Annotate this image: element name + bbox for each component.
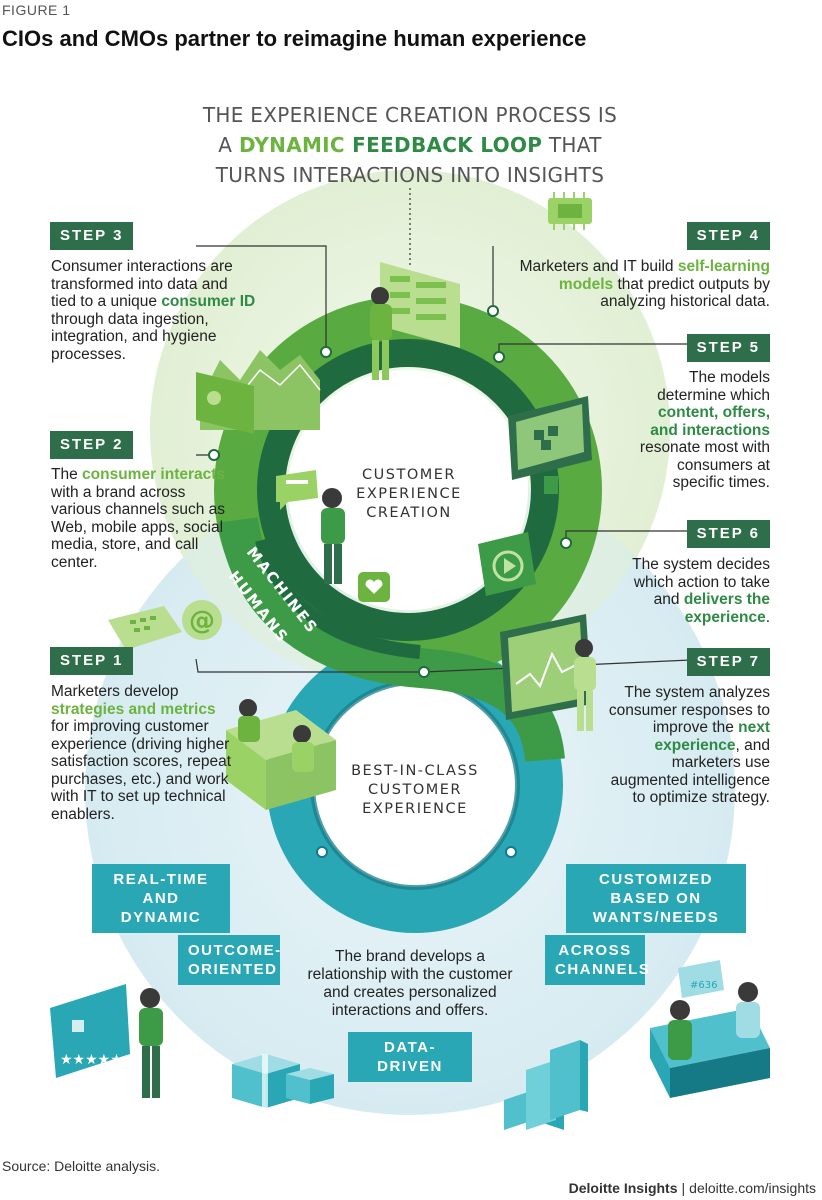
phone-icon: [108, 606, 182, 650]
person-figure-phone: [321, 488, 345, 584]
step2-marker: [208, 449, 220, 461]
tag-across-channels: ACROSS CHANNELS: [545, 935, 649, 985]
step7-marker: [418, 666, 430, 678]
play-icon: [478, 532, 536, 596]
step1-emphasis-b: metrics: [160, 700, 216, 718]
step4-label: STEP 4: [686, 222, 770, 250]
step3-emphasis: consumer ID: [161, 293, 256, 310]
person-figure-bottom-left: [139, 988, 163, 1098]
header-line-2: A DYNAMIC FEEDBACK LOOP THAT: [150, 130, 670, 160]
loop-center-best-in-class: BEST-IN-CLASS CUSTOMER EXPERIENCE: [351, 763, 479, 817]
step2-emphasis-b: interacts: [160, 466, 226, 483]
step-markers: [208, 305, 572, 858]
header-highlight-dynamic: DYNAMIC: [238, 133, 353, 157]
step4-text: Marketers and IT build self-learning mod…: [500, 258, 770, 311]
step7-text-b: , and marketers use augmented intelligen…: [610, 736, 770, 807]
step2-text-b: with a brand across various channels suc…: [51, 483, 226, 571]
step5-marker: [493, 351, 505, 363]
source-note: Source: Deloitte analysis.: [2, 1158, 160, 1174]
figure-title: CIOs and CMOs partner to reimagine human…: [2, 26, 587, 51]
heart-bubble-icon: [358, 572, 390, 602]
step6-marker: [560, 537, 572, 549]
step2-label: STEP 2: [50, 431, 134, 459]
diagram-header: THE EXPERIENCE CREATION PROCESS IS A DYN…: [150, 100, 670, 190]
header-line-2-pre: A: [218, 133, 239, 157]
svg-text:★★★★★: ★★★★★: [60, 1052, 123, 1068]
header-line-2-post: THAT: [542, 133, 602, 157]
step3-text-a: Consumer interactions are transformed in…: [51, 258, 233, 310]
step6-text-b: .: [765, 608, 770, 626]
step1-emphasis-a: strategies and: [51, 700, 157, 718]
header-line-3: TURNS INTERACTIONS INTO INSIGHTS: [215, 163, 605, 187]
step3-text: Consumer interactions are transformed in…: [51, 258, 256, 363]
tag-customized: CUSTOMIZED BASED ON WANTS/NEEDS: [566, 864, 746, 933]
step4-marker: [487, 305, 499, 317]
id-badge-text: #636: [690, 980, 717, 991]
step4-text-b: that predict outputs by analyzing histor…: [600, 275, 770, 311]
bar-blocks-icon: [504, 1040, 588, 1130]
profile-card-icon: [196, 372, 254, 434]
step5-label: STEP 5: [686, 334, 770, 362]
tag-real-time: REAL-TIME AND DYNAMIC: [92, 864, 230, 933]
tag-outcome-oriented: OUTCOME-ORIENTED: [178, 935, 280, 985]
step1-text-b: for improving customer experience (drivi…: [51, 718, 232, 823]
loop-center-customer-experience-creation: CUSTOMER EXPERIENCE CREATION: [356, 467, 462, 521]
header-highlight-feedback-loop: FEEDBACK LOOP: [352, 133, 543, 157]
step3-text-b: through data ingestion, integration, and…: [51, 310, 217, 363]
chart-screen-icon: [500, 614, 592, 720]
tag-data-driven: DATA-DRIVEN: [348, 1032, 472, 1082]
svg-text:@: @: [189, 606, 215, 636]
step6-text-a: The system decides which action to take …: [632, 556, 770, 608]
step3-marker: [320, 346, 332, 358]
figure-label: FIGURE 1: [2, 2, 71, 18]
counter-scene-icon: #636: [650, 960, 770, 1098]
star-rating-screen-icon: ★★★★★: [50, 984, 130, 1078]
gift-box-icon: [286, 1068, 334, 1104]
brand-relationship-text: The brand develops a relationship with t…: [307, 948, 513, 1019]
step3-label: STEP 3: [50, 222, 134, 250]
step5-text-a: The models determine which: [657, 369, 770, 404]
at-icon: @: [182, 600, 222, 640]
step7-text: The system analyzes consumer responses t…: [595, 684, 770, 807]
step1-text: Marketers develop strategies and metrics…: [51, 683, 236, 823]
footer-brand: Deloitte Insights: [568, 1180, 678, 1196]
step6-label: STEP 6: [686, 520, 770, 548]
loop-marker-a: [316, 846, 328, 858]
step1-text-a: Marketers develop: [51, 683, 179, 700]
step7-emphasis: next experience: [654, 719, 770, 754]
step7-text-a: The system analyzes consumer responses t…: [608, 684, 770, 736]
data-panel-icon: [380, 262, 460, 348]
step2-text: The consumer interacts with a brand acro…: [51, 466, 226, 571]
step1-label: STEP 1: [50, 647, 134, 675]
step7-label: STEP 7: [686, 648, 770, 676]
step2-text-a: The: [51, 466, 83, 483]
person-figure-top: [370, 287, 392, 380]
step4-text-a: Marketers and IT build: [519, 258, 678, 275]
step6-emphasis: delivers the experience: [683, 591, 770, 626]
loop-marker-b: [505, 846, 517, 858]
person-figure-right: [574, 639, 596, 731]
step2-emphasis-a: consumer: [82, 466, 157, 483]
chat-bubble-icon: [276, 470, 318, 510]
monitor-icon: [508, 396, 592, 494]
step4-emphasis: self-learning models: [558, 258, 770, 293]
step6-text: The system decides which action to take …: [610, 556, 770, 626]
footer-url[interactable]: deloitte.com/insights: [689, 1180, 816, 1196]
footer-separator: |: [681, 1180, 686, 1196]
footer-credit: Deloitte Insights|deloitte.com/insights: [569, 1180, 816, 1196]
desk-scene-icon: [226, 699, 336, 810]
step5-emphasis: content, offers, and interactions: [650, 404, 770, 439]
step5-text-b: resonate most with consumers at specific…: [639, 439, 770, 491]
step5-text: The models determine which content, offe…: [630, 369, 770, 492]
chip-icon: [548, 192, 592, 230]
header-line-1: THE EXPERIENCE CREATION PROCESS IS: [202, 103, 618, 127]
